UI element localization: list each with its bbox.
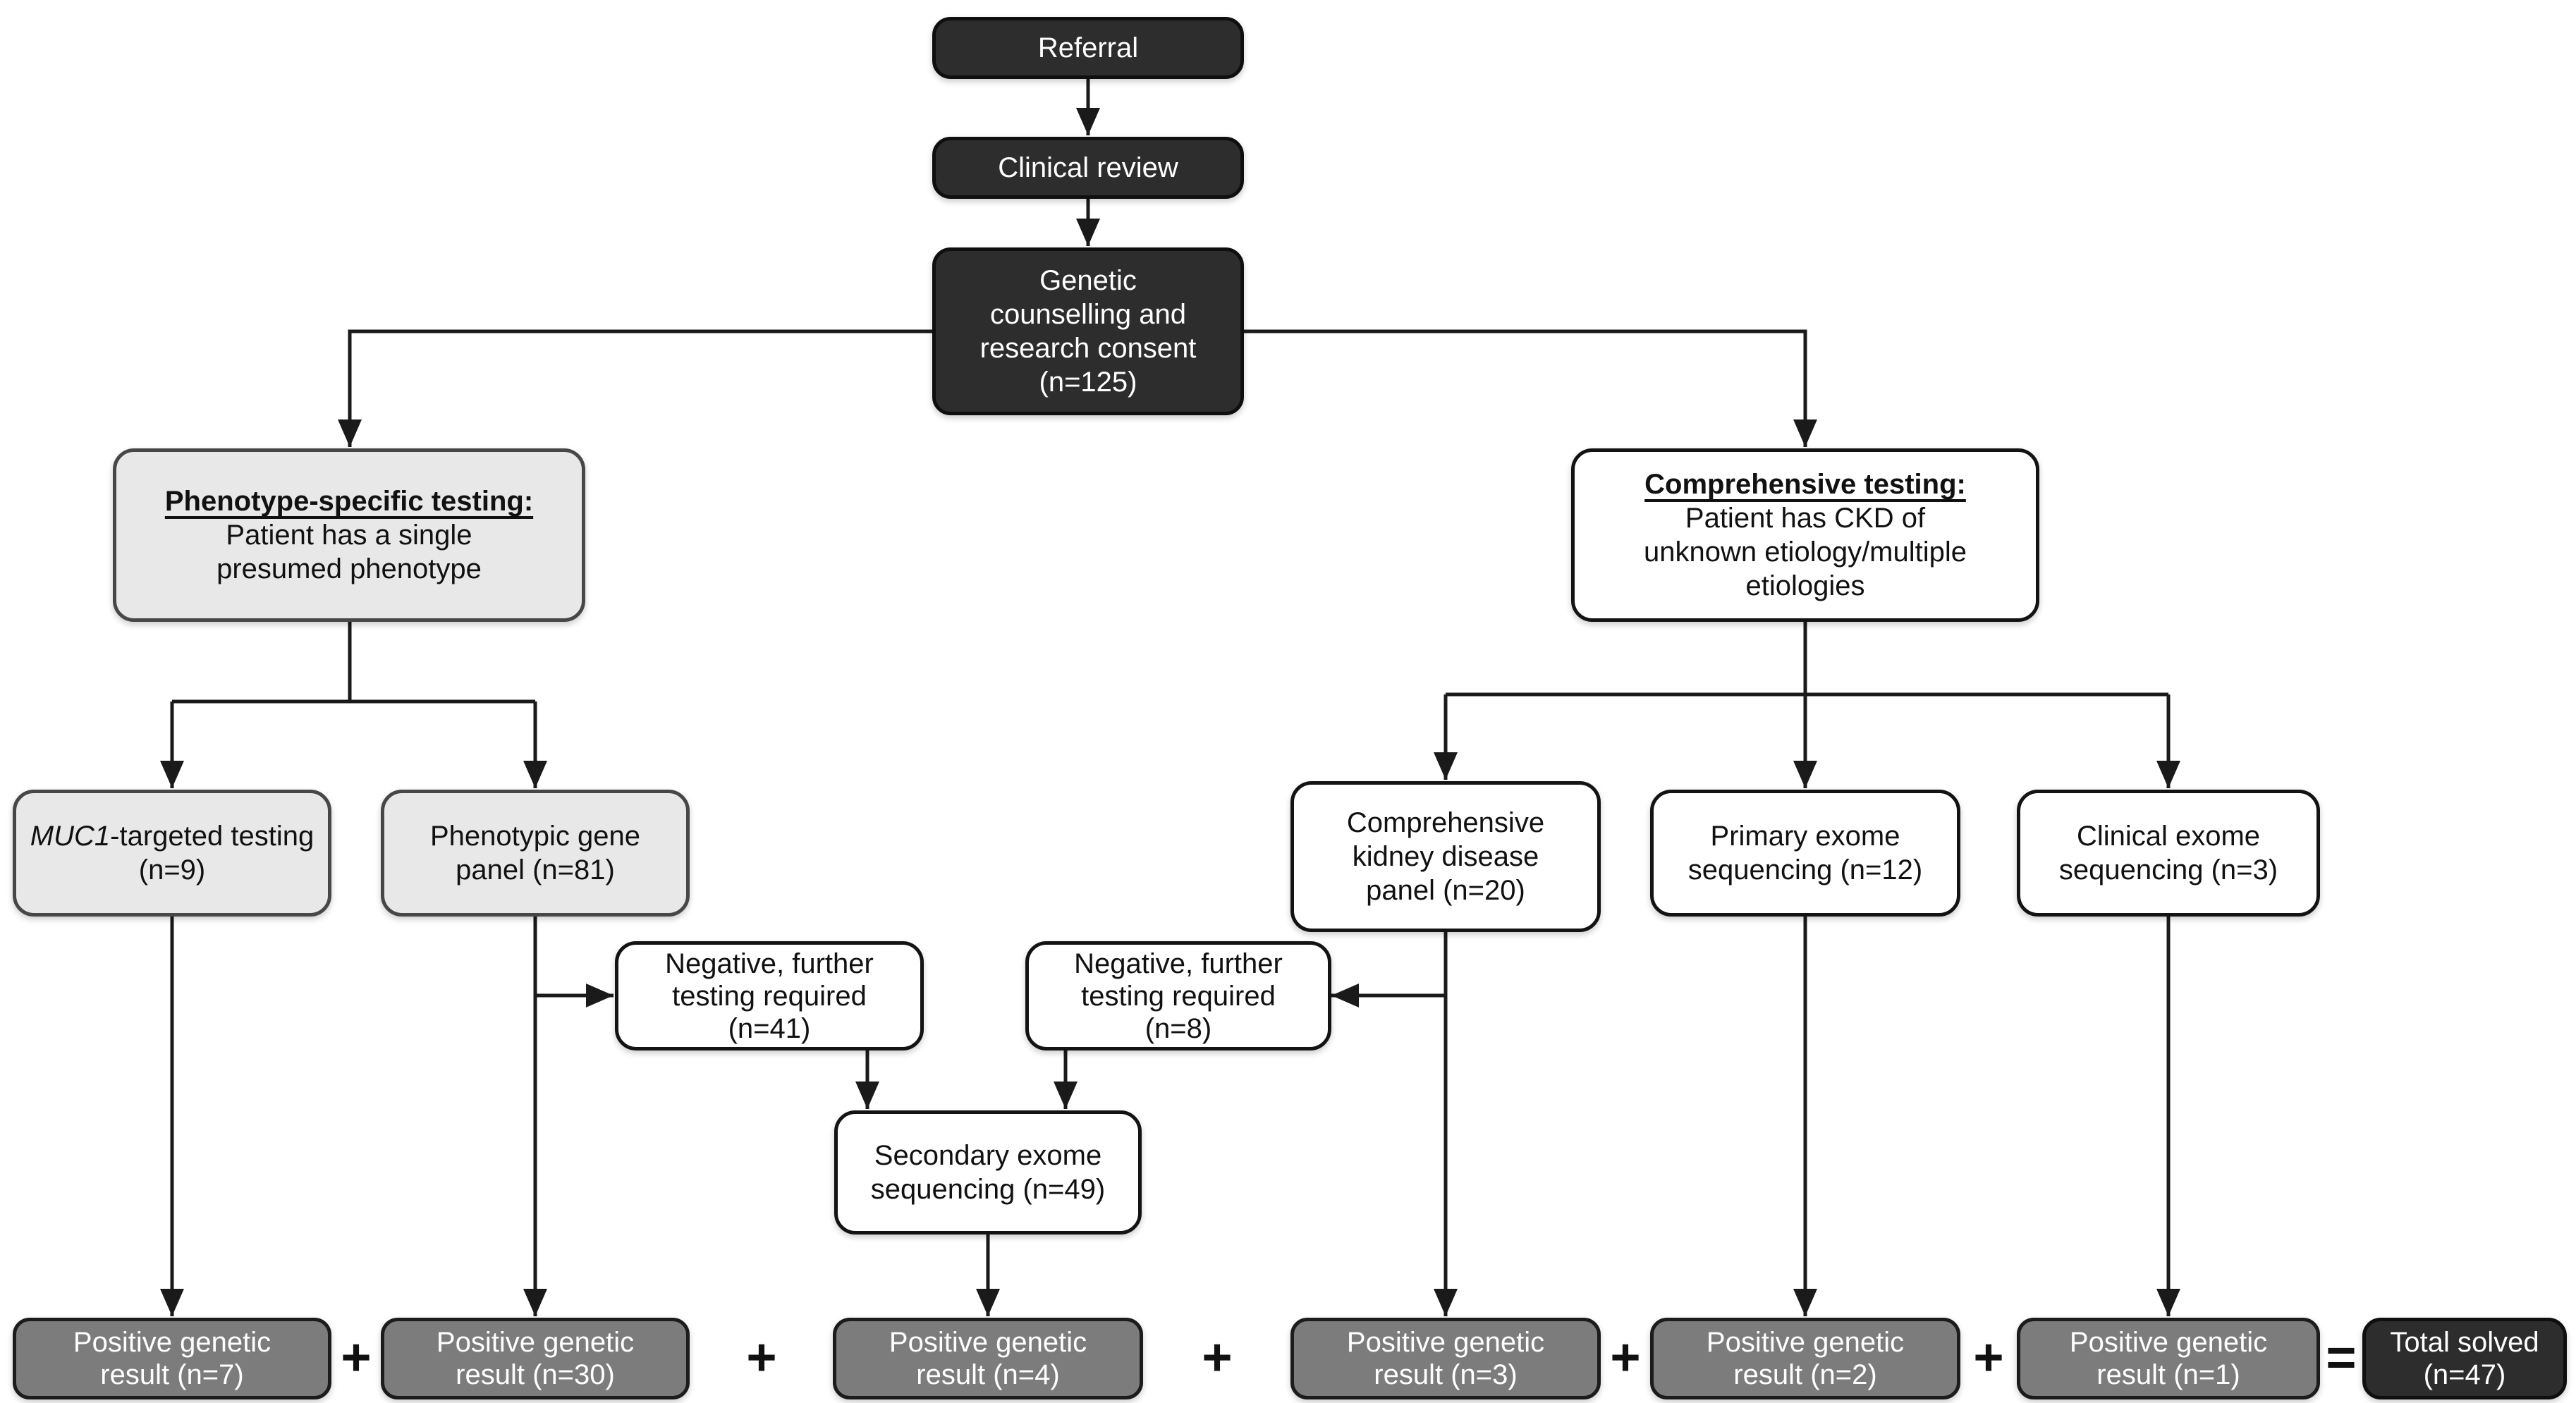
node-total-solved: Total solved (n=47) [2362, 1318, 2567, 1399]
node-secondary-exome-sequencing: Secondary exome sequencing (n=49) [834, 1110, 1142, 1234]
plus-operator-2: + [746, 1328, 777, 1387]
node-negative-8-label: Negative, further testing required (n=8) [1074, 948, 1283, 1044]
node-phenotype-specific-testing: Phenotype-specific testing: Patient has … [113, 448, 585, 622]
node-clinical-review-label: Clinical review [998, 152, 1178, 183]
muc1-gene-name: MUC1 [30, 821, 111, 852]
node-positive-result-7: Positive genetic result (n=7) [13, 1318, 331, 1399]
node-clinical-exome-sequencing: Clinical exome sequencing (n=3) [2017, 790, 2320, 917]
plus-operator-5: + [1973, 1328, 2004, 1387]
plus-operator-3: + [1202, 1328, 1233, 1387]
node-positive-result-2: Positive genetic result (n=2) [1650, 1318, 1960, 1399]
node-positive-30-label: Positive genetic result (n=30) [436, 1327, 635, 1390]
node-comprehensive-kidney-panel: Comprehensive kidney disease panel (n=20… [1290, 781, 1601, 932]
node-positive-result-3: Positive genetic result (n=3) [1290, 1318, 1601, 1399]
node-clinical-exome-label: Clinical exome sequencing (n=3) [2058, 821, 2278, 886]
arrow-counselling-to-phenotype-specific [338, 329, 932, 447]
node-total-solved-label: Total solved (n=47) [2390, 1327, 2539, 1390]
node-comprehensive-testing: Comprehensive testing: Patient has CKD o… [1571, 448, 2039, 622]
node-referral-label: Referral [1037, 32, 1139, 63]
node-primary-exome-label: Primary exome sequencing (n=12) [1687, 821, 1923, 886]
node-phenotype-specific-body: Patient has a single presumed phenotype [216, 520, 482, 584]
node-positive-result-4: Positive genetic result (n=4) [833, 1318, 1143, 1399]
node-comprehensive-kidney-panel-label: Comprehensive kidney disease panel (n=20… [1346, 807, 1545, 906]
node-referral: Referral [932, 17, 1244, 79]
node-secondary-exome-label: Secondary exome sequencing (n=49) [870, 1140, 1106, 1205]
node-positive-7-label: Positive genetic result (n=7) [73, 1327, 271, 1390]
muc1-label-rest: -targeted testing (n=9) [110, 821, 315, 886]
plus-operator-1: + [341, 1328, 372, 1387]
node-negative-41-label: Negative, further testing required (n=41… [665, 948, 874, 1044]
node-negative-further-testing-8: Negative, further testing required (n=8) [1025, 941, 1331, 1050]
node-positive-2-label: Positive genetic result (n=2) [1706, 1327, 1905, 1390]
equals-operator: = [2326, 1328, 2357, 1387]
arrow-counselling-to-comprehensive [1244, 329, 1817, 447]
node-positive-4-label: Positive genetic result (n=4) [889, 1327, 1087, 1390]
node-clinical-review: Clinical review [932, 137, 1244, 199]
node-phenotype-specific-heading: Phenotype-specific testing: [164, 486, 534, 517]
node-muc1-label: MUC1-targeted testing (n=9) [26, 819, 318, 887]
node-phenotypic-gene-panel: Phenotypic gene panel (n=81) [381, 790, 690, 917]
node-negative-further-testing-41: Negative, further testing required (n=41… [615, 941, 924, 1050]
node-genetic-counselling-label: Genetic counselling and research consent… [979, 265, 1197, 398]
node-genetic-counselling: Genetic counselling and research consent… [932, 247, 1244, 415]
node-positive-3-label: Positive genetic result (n=3) [1346, 1327, 1545, 1390]
node-comprehensive-heading: Comprehensive testing: [1644, 469, 1966, 500]
node-phenotypic-gene-panel-label: Phenotypic gene panel (n=81) [429, 821, 640, 886]
node-comprehensive-body: Patient has CKD of unknown etiology/mult… [1643, 503, 1967, 601]
node-positive-result-1: Positive genetic result (n=1) [2017, 1318, 2320, 1399]
node-positive-result-30: Positive genetic result (n=30) [381, 1318, 690, 1399]
node-positive-1-label: Positive genetic result (n=1) [2069, 1327, 2268, 1390]
node-primary-exome-sequencing: Primary exome sequencing (n=12) [1650, 790, 1960, 917]
plus-operator-4: + [1610, 1328, 1641, 1387]
node-muc1-targeted-testing: MUC1-targeted testing (n=9) [13, 790, 331, 917]
